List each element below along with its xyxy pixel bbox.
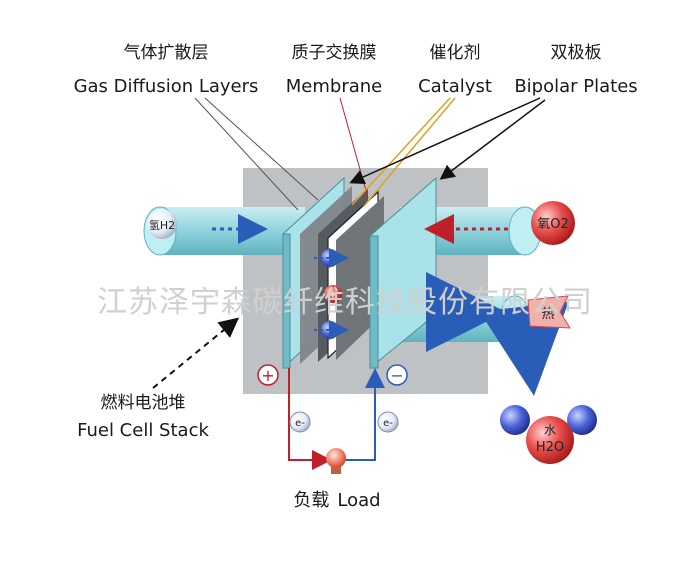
gdl-label-zh: 气体扩散层 xyxy=(124,43,209,63)
water-formula-label: H2O xyxy=(536,440,564,455)
svg-text:e-: e- xyxy=(383,418,393,429)
stack-arrow xyxy=(152,317,240,389)
svg-text:+: + xyxy=(326,254,334,265)
membrane-label-en: Membrane xyxy=(286,76,382,97)
water-molecule: 水 H2O xyxy=(500,405,597,464)
electron-right: e- xyxy=(377,411,399,433)
bipolar-arrow-right xyxy=(439,99,546,180)
negative-terminal: − xyxy=(386,364,408,386)
red-wire xyxy=(288,368,332,470)
svg-text:−: − xyxy=(390,366,403,385)
electron-left: e- xyxy=(289,411,311,433)
svg-text:+: + xyxy=(326,326,334,337)
o2-label: 氧O2 xyxy=(537,217,569,232)
stack-label-en: Fuel Cell Stack xyxy=(77,420,209,441)
leader-lines xyxy=(194,97,456,211)
heat-badge: 热 xyxy=(527,295,571,329)
load-bulb-icon xyxy=(326,448,346,474)
svg-text:+: + xyxy=(329,290,337,301)
heat-label: 热 xyxy=(541,307,554,322)
water-flow-arrow xyxy=(479,301,569,396)
watermark: 江苏泽宇森碳纤维科技股份有限公司 xyxy=(97,285,593,320)
blue-wire xyxy=(345,368,385,461)
stack-label-zh: 燃料电池堆 xyxy=(101,393,186,413)
protons: + + + xyxy=(314,248,349,340)
gdl-label-en: Gas Diffusion Layers xyxy=(74,76,259,97)
svg-text:e-: e- xyxy=(295,418,305,429)
catalyst-label-zh: 催化剂 xyxy=(430,43,481,63)
membrane-label-zh: 质子交换膜 xyxy=(292,43,377,63)
h2-label: 氢H2 xyxy=(149,218,175,232)
water-zh-label: 水 xyxy=(544,423,556,437)
cell-layers xyxy=(282,176,437,370)
svg-text:+: + xyxy=(261,366,274,385)
bipolar-label-en: Bipolar Plates xyxy=(514,76,637,97)
o2-molecule: 氧O2 xyxy=(531,201,575,245)
bipolar-arrow-left xyxy=(349,97,541,184)
bipolar-label-zh: 双极板 xyxy=(551,43,602,63)
catalyst-label-en: Catalyst xyxy=(418,76,492,97)
positive-terminal: + xyxy=(257,364,279,386)
h2-molecule: 氢H2 xyxy=(147,209,177,239)
